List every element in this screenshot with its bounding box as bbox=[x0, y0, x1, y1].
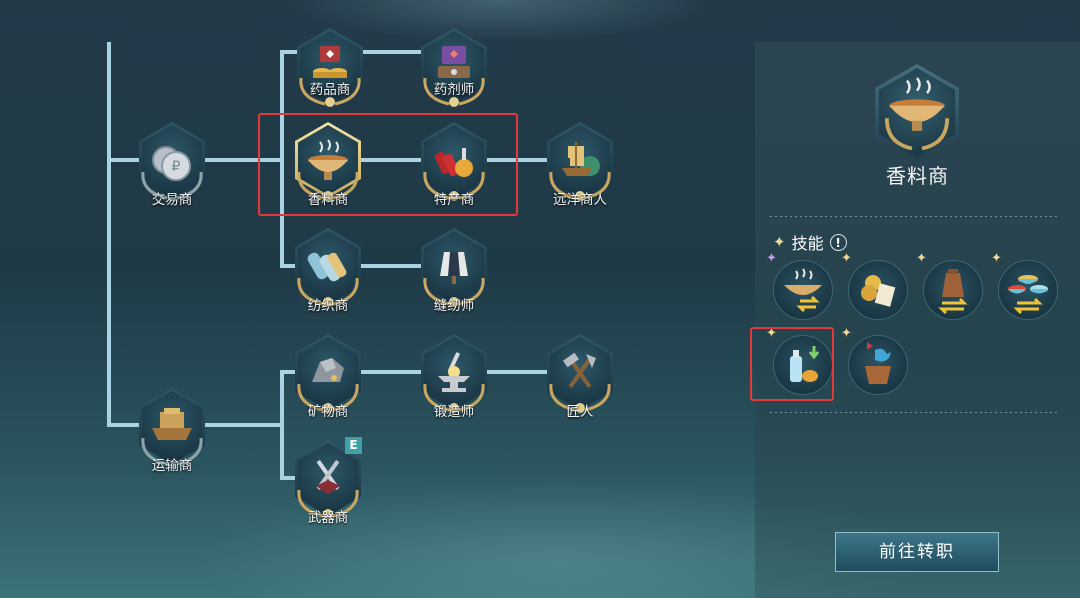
medicine-chest-icon bbox=[438, 46, 470, 78]
laurel-wreath-icon bbox=[297, 489, 359, 519]
profession-tree-connectors bbox=[107, 42, 552, 480]
node-label: 纺织商 bbox=[307, 298, 349, 314]
go-transfer-button[interactable]: 前往转职 bbox=[835, 532, 999, 572]
fabric-rolls-icon bbox=[307, 252, 347, 282]
spice-exchange-icon bbox=[784, 268, 822, 313]
coins-paper-icon bbox=[861, 275, 896, 307]
star-icon: ✦ bbox=[766, 251, 777, 266]
star-icon: ✦ bbox=[991, 251, 1002, 266]
node-transport-merchant[interactable]: 运输商 bbox=[127, 388, 217, 498]
skill-coffee-pot[interactable]: ✦ bbox=[916, 251, 983, 320]
skill-coin-document[interactable]: ✦ bbox=[841, 251, 908, 320]
highlight-box-tree bbox=[258, 113, 518, 216]
laurel-wreath-icon bbox=[549, 171, 611, 201]
node-label: 交易商 bbox=[151, 192, 193, 208]
laurel-wreath-icon bbox=[297, 383, 359, 413]
anvil-icon bbox=[438, 352, 470, 392]
node-label: 特产商 bbox=[433, 192, 475, 208]
node-label: 药剂师 bbox=[433, 82, 475, 98]
laurel-wreath-icon bbox=[141, 437, 203, 466]
profession-portrait bbox=[875, 64, 959, 160]
spice-bowl-icon bbox=[308, 139, 348, 180]
sparkle-icon: ✦ bbox=[773, 233, 786, 251]
node-blacksmith[interactable]: 锻造师 bbox=[409, 334, 499, 444]
laurel-wreath-icon bbox=[423, 383, 485, 413]
equipped-badge: E bbox=[345, 437, 362, 454]
skill-crate-bird[interactable]: ✦ bbox=[841, 326, 908, 395]
crate-bird-icon bbox=[865, 342, 891, 384]
weapons-icon bbox=[316, 459, 340, 494]
bowls-exchange-icon bbox=[1008, 275, 1048, 315]
node-spice-merchant[interactable]: 香料商 bbox=[283, 122, 373, 232]
spice-bowl-icon bbox=[884, 77, 950, 151]
sailing-ship-icon bbox=[562, 142, 600, 176]
node-drug-merchant[interactable]: 药品商 bbox=[285, 28, 375, 138]
node-label: 矿物商 bbox=[307, 404, 349, 420]
skill-spice-trade[interactable]: ✦ bbox=[766, 251, 833, 320]
node-label: 远洋商人 bbox=[553, 192, 607, 208]
laurel-wreath-icon bbox=[423, 171, 485, 201]
laurel-wreath-icon bbox=[423, 77, 485, 107]
profession-title: 香料商 bbox=[886, 164, 949, 188]
bottle-bread-down-icon bbox=[790, 346, 820, 382]
star-icon: ✦ bbox=[916, 251, 927, 266]
hammer-axe-icon bbox=[562, 352, 596, 389]
divider bbox=[770, 216, 1060, 217]
laurel-wreath-icon bbox=[141, 171, 203, 200]
medicine-coins-icon bbox=[313, 46, 347, 78]
tailor-mannequin-icon bbox=[440, 252, 468, 284]
svg-text:₽: ₽ bbox=[172, 159, 181, 175]
node-label: 锻造师 bbox=[433, 404, 475, 420]
node-label: 武器商 bbox=[307, 510, 349, 526]
laurel-wreath-icon bbox=[549, 383, 611, 413]
cargo-ship-icon bbox=[152, 408, 192, 440]
coffee-pot-exchange-icon bbox=[938, 269, 968, 315]
laurel-wreath-icon bbox=[299, 77, 361, 107]
profession-detail-panel: 香料商 ✦ 技能 ! ✦ ✦ ✦ ✦ ✦ bbox=[755, 42, 1080, 598]
node-textile-merchant[interactable]: 纺织商 bbox=[283, 228, 373, 338]
skill-bottle-bread[interactable]: ✦ bbox=[766, 326, 833, 395]
node-label: 香料商 bbox=[307, 192, 349, 208]
star-icon: ✦ bbox=[766, 326, 777, 341]
specialty-goods-icon bbox=[434, 148, 473, 177]
laurel-wreath-icon bbox=[423, 277, 485, 307]
node-ocean-merchant[interactable]: 远洋商人 bbox=[535, 122, 625, 232]
node-pharmacist[interactable]: 药剂师 bbox=[409, 28, 499, 138]
node-craftsman[interactable]: 匠人 bbox=[535, 334, 625, 444]
ore-icon bbox=[312, 358, 344, 382]
node-label: 匠人 bbox=[566, 404, 594, 420]
node-tailor[interactable]: 缝纫师 bbox=[409, 228, 499, 338]
skill-bowls-exchange[interactable]: ✦ bbox=[991, 251, 1058, 320]
node-specialty-merchant[interactable]: 特产商 bbox=[409, 122, 499, 232]
node-label: 药品商 bbox=[309, 82, 351, 98]
divider bbox=[770, 412, 1060, 413]
star-icon: ✦ bbox=[841, 251, 852, 266]
info-icon[interactable]: ! bbox=[829, 233, 847, 251]
node-trader[interactable]: ₽ 交易商 bbox=[127, 122, 217, 232]
skills-label: 技能 bbox=[791, 234, 824, 253]
laurel-wreath-icon bbox=[297, 277, 359, 307]
star-icon: ✦ bbox=[841, 326, 852, 341]
node-weapon-merchant[interactable]: 武器商 bbox=[283, 440, 373, 550]
node-label: 缝纫师 bbox=[433, 298, 475, 314]
node-label: 运输商 bbox=[151, 458, 193, 474]
node-mineral-merchant[interactable]: 矿物商 bbox=[283, 334, 373, 444]
highlight-box-skill bbox=[750, 327, 834, 401]
silver-coins-icon: ₽ bbox=[152, 146, 191, 181]
skills-header: ✦ 技能 ! bbox=[773, 230, 847, 254]
laurel-wreath-icon bbox=[297, 171, 359, 201]
